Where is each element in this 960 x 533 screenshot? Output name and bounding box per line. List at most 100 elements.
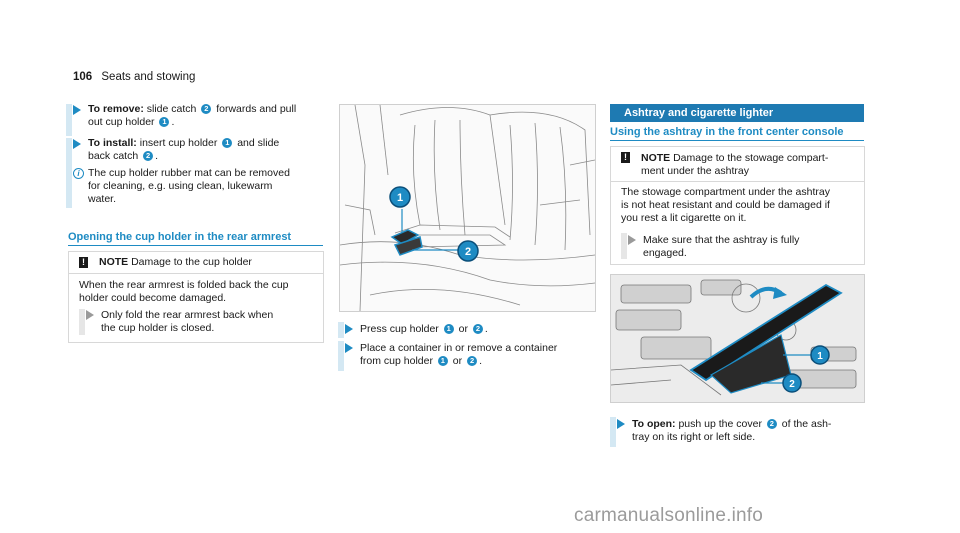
note-step-bar	[79, 309, 85, 335]
step-text: forwards and pull	[216, 103, 297, 115]
callout-label: 2	[465, 246, 471, 258]
info-line: for cleaning, e.g. using clean, lukewarm	[88, 180, 273, 192]
step-text: .	[484, 323, 488, 335]
step-open: To open: push up the cover 2 of the ash-…	[632, 418, 831, 444]
step-arrow-icon	[345, 324, 353, 334]
note-title-text: ment under the ashtray	[641, 165, 749, 177]
info-icon: i	[73, 168, 84, 179]
note-title: NOTE Damage to the cup holder	[99, 256, 252, 269]
info-bar	[66, 166, 72, 208]
rear-seat-drawing: 1 2	[340, 105, 595, 311]
step-arrow-icon	[73, 105, 81, 115]
note-line: you rest a lit cigarette on it.	[621, 212, 747, 224]
info-line: water.	[88, 193, 117, 205]
info-text: The cup holder rubber mat can be removed…	[88, 167, 290, 206]
note-body: The stowage compartment under the ashtra…	[621, 186, 830, 225]
note-step-line: Make sure that the ashtray is fully	[643, 234, 800, 246]
cup-holder-illustration: 1 2	[339, 104, 596, 312]
step-text: tray on its right or left side.	[632, 431, 756, 443]
note-line: is not heat resistant and could be damag…	[621, 199, 830, 211]
step-press: Press cup holder 1 or 2.	[360, 323, 488, 336]
step-text: back catch	[88, 150, 139, 162]
step-text: from cup holder	[360, 355, 433, 367]
callout-2-icon: 2	[143, 151, 154, 161]
cup-holder-part	[390, 229, 423, 256]
callout-1-icon: 1	[437, 356, 448, 366]
section-title: Seats and stowing	[101, 71, 196, 83]
ashtray-illustration: 1 2	[610, 274, 865, 403]
band-title: Ashtray and cigarette lighter	[624, 107, 774, 119]
step-text: .	[479, 355, 482, 367]
callout-label: 1	[397, 192, 403, 204]
center-console-drawing: 1 2	[611, 279, 857, 396]
warning-icon: !	[621, 152, 630, 163]
step-text: and slide	[237, 137, 280, 149]
callout-1-icon	[389, 186, 411, 208]
step-install: To install: insert cup holder 1 and slid…	[88, 137, 279, 163]
step-text: out cup holder	[88, 116, 155, 128]
step-text: insert cup holder	[139, 137, 218, 149]
step-arrow-icon	[628, 235, 636, 245]
callout-2-icon: 2	[472, 324, 483, 334]
callout-2-icon	[457, 240, 479, 262]
step-text: or	[452, 355, 463, 367]
step-arrow-icon	[73, 139, 81, 149]
note-step: Make sure that the ashtray is fully enga…	[643, 234, 799, 260]
section-heading: Opening the cup holder in the rear armre…	[68, 231, 292, 243]
warning-icon: !	[79, 257, 88, 268]
callout-1-icon: 1	[159, 117, 170, 127]
note-line: holder could become damaged.	[79, 292, 227, 304]
step-remove: To remove: slide catch 2 forwards and pu…	[88, 103, 296, 129]
note-line: When the rear armrest is folded back the…	[79, 279, 289, 291]
note-title-text: Damage to the cup holder	[131, 256, 252, 268]
step-label: To open:	[632, 418, 676, 430]
step-bar	[338, 341, 344, 371]
note-step-bar	[621, 233, 627, 259]
note-body: When the rear armrest is folded back the…	[79, 279, 289, 305]
note-step-line: Only fold the rear armrest back when	[101, 309, 274, 321]
step-bar	[338, 322, 344, 338]
callout-label: 1	[817, 351, 823, 362]
page-header: 106 Seats and stowing	[73, 71, 195, 83]
callout-label: 2	[789, 379, 795, 390]
callout-1-icon: 1	[222, 138, 233, 148]
step-arrow-icon	[345, 343, 353, 353]
note-title-text: Damage to the stowage compart-	[673, 152, 829, 164]
step-text: .	[171, 116, 175, 128]
callout-1-icon	[810, 345, 830, 365]
watermark: carmanualsonline.info	[574, 505, 764, 526]
step-bar	[610, 417, 616, 447]
note-step: Only fold the rear armrest back when the…	[101, 309, 273, 335]
note-box: ! NOTE Damage to the cup holder When the…	[68, 251, 324, 343]
step-arrow-icon	[617, 419, 625, 429]
step-label: To remove:	[88, 103, 144, 115]
note-box: ! NOTE Damage to the stowage compart- me…	[610, 146, 865, 265]
note-header: ! NOTE Damage to the stowage compart- me…	[611, 147, 864, 182]
callout-2-icon: 2	[766, 419, 777, 429]
step-text: Place a container in or remove a contain…	[360, 342, 558, 354]
note-step-line: the cup holder is closed.	[101, 322, 215, 334]
note-label: NOTE	[99, 256, 129, 268]
note-label: NOTE	[641, 152, 671, 164]
callout-1-icon: 1	[443, 324, 454, 334]
callout-2-icon: 2	[201, 104, 212, 114]
step-text: Press cup holder	[360, 323, 439, 335]
heading-rule	[610, 140, 864, 141]
heading-rule	[68, 245, 323, 246]
note-header: ! NOTE Damage to the cup holder	[69, 252, 323, 274]
callout-2-icon: 2	[467, 356, 478, 366]
note-line: The stowage compartment under the ashtra…	[621, 186, 830, 198]
step-arrow-icon	[86, 310, 94, 320]
page-number: 106	[73, 71, 93, 83]
step-container: Place a container in or remove a contain…	[360, 342, 557, 368]
step-text: push up the cover	[678, 418, 762, 430]
note-step-line: engaged.	[643, 247, 687, 259]
step-text: .	[155, 150, 159, 162]
note-title: NOTE Damage to the stowage compart- ment…	[641, 152, 828, 178]
callout-2-icon	[782, 373, 802, 393]
step-text: or	[458, 323, 468, 335]
step-bar	[66, 104, 72, 136]
section-heading: Using the ashtray in the front center co…	[610, 126, 844, 138]
section-band: Ashtray and cigarette lighter	[610, 104, 864, 122]
step-label: To install:	[88, 137, 137, 149]
